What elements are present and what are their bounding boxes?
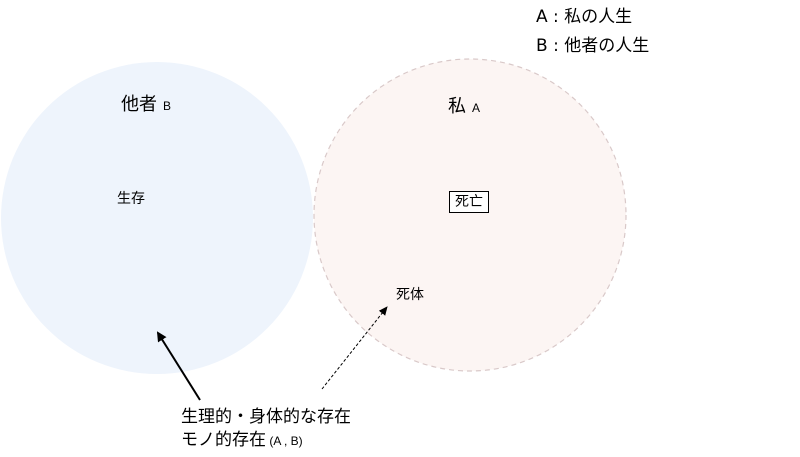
arrow-solid: [156, 331, 201, 401]
caption-line-2: モノ的存在 (A , B): [181, 429, 303, 452]
circle-self: [313, 58, 627, 372]
legend-key-b: B: [536, 36, 548, 56]
circle-other-name: 他者: [121, 94, 157, 115]
circle-self-name: 私: [448, 96, 466, 117]
death-label: 死亡: [449, 191, 489, 213]
caption-line-1: 生理的・身体的な存在: [181, 407, 351, 427]
legend-item-b: B : 他者の人生: [536, 36, 649, 56]
caption-line-2-sub: (A , B): [266, 434, 303, 448]
circle-other-tag: B: [163, 99, 172, 113]
survival-label: 生存: [117, 191, 145, 207]
arrow-dashed: [321, 306, 388, 390]
caption-line-2-text: モノ的存在: [181, 430, 266, 450]
circle-other-label: 他者 B: [121, 94, 171, 117]
legend-key-a: A: [536, 7, 548, 27]
legend-item-a: A : 私の人生: [536, 7, 632, 27]
circle-other: [1, 62, 313, 374]
circle-self-tag: A: [472, 101, 481, 115]
legend-text-b: : 他者の人生: [553, 36, 650, 56]
corpse-label: 死体: [396, 287, 424, 303]
legend-text-a: : 私の人生: [553, 7, 633, 27]
